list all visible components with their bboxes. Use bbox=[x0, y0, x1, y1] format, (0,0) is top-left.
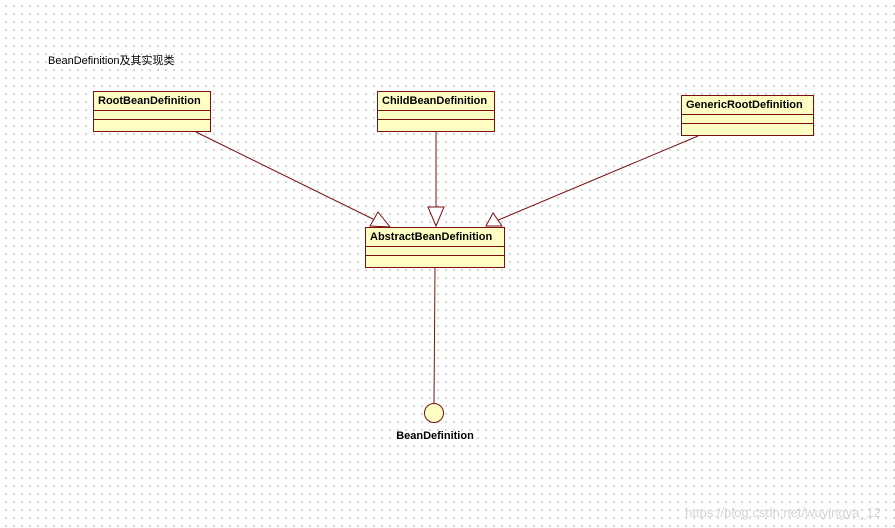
interface-label[interactable]: BeanDefinition bbox=[396, 430, 474, 442]
generalization-line-generic bbox=[495, 135, 699, 222]
attributes-compartment bbox=[366, 246, 504, 255]
generalization-arrowhead-root bbox=[369, 211, 392, 228]
class-name: ChildBeanDefinition bbox=[382, 95, 488, 107]
watermark: https://blog.csdn.net/wuyingya_12 bbox=[685, 505, 881, 520]
generalization-line-root bbox=[195, 131, 380, 223]
attributes-compartment bbox=[682, 114, 813, 123]
class-abstract-bean-definition[interactable]: AbstractBeanDefinition bbox=[365, 227, 505, 268]
class-generic-root-definition[interactable]: GenericRootDefinition bbox=[681, 95, 814, 136]
operations-compartment bbox=[366, 255, 504, 264]
class-name: GenericRootDefinition bbox=[686, 99, 803, 111]
class-name: AbstractBeanDefinition bbox=[370, 231, 493, 243]
operations-compartment bbox=[378, 119, 494, 128]
generalization-arrowhead-generic bbox=[485, 212, 503, 227]
class-name: RootBeanDefinition bbox=[98, 95, 201, 107]
attributes-compartment bbox=[94, 110, 210, 119]
diagram-title: BeanDefinition及其实现类 bbox=[48, 55, 175, 67]
bean-definition-interface-icon bbox=[424, 403, 444, 423]
class-root-bean-definition[interactable]: RootBeanDefinition bbox=[93, 91, 211, 132]
class-child-bean-definition[interactable]: ChildBeanDefinition bbox=[377, 91, 495, 132]
attributes-compartment bbox=[378, 110, 494, 119]
operations-compartment bbox=[94, 119, 210, 128]
generalization-arrowhead-child bbox=[427, 206, 445, 228]
operations-compartment bbox=[682, 123, 813, 132]
realization-line bbox=[433, 267, 436, 404]
